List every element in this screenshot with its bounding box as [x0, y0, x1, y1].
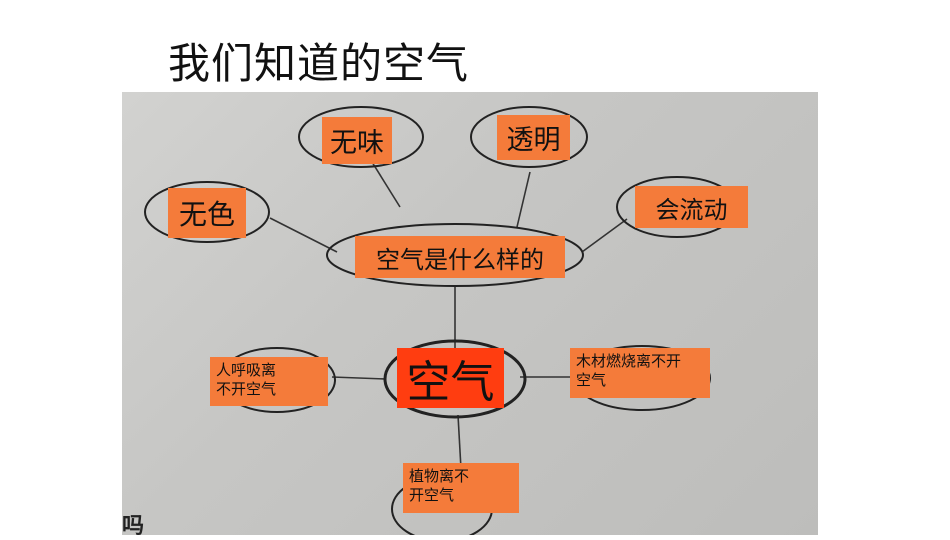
connector-transparent [516, 171, 531, 228]
connector-odorless [371, 161, 401, 208]
slide-title: 我们知道的空气 [168, 39, 470, 88]
label-question: 空气是什么样的 [355, 236, 565, 278]
ellipse-odorless [298, 106, 424, 168]
label-breathing-line2: 不开空气 [216, 380, 277, 398]
ellipse-question [326, 223, 584, 287]
corner-fragment: 吗 [122, 514, 145, 539]
connector-colorless [269, 217, 338, 253]
connector-flows [581, 218, 628, 253]
label-plants-line2: 开空气 [409, 486, 455, 504]
label-wood-line2: 空气 [576, 371, 607, 389]
label-wood: 木材燃烧离不开 空气 [570, 348, 710, 398]
label-colorless: 无色 [168, 188, 246, 238]
label-wood-line1: 木材燃烧离不开 [576, 352, 682, 370]
label-breathing-line1: 人呼吸离 [216, 361, 277, 379]
label-flows: 会流动 [635, 186, 748, 228]
label-center-air: 空气 [397, 348, 504, 408]
connector-breathing [331, 376, 386, 380]
ellipse-center [383, 339, 527, 419]
mindmap-lines [144, 106, 738, 535]
label-plants-line1: 植物离不 [409, 467, 470, 485]
label-breathing: 人呼吸离 不开空气 [210, 357, 328, 406]
ellipse-colorless [144, 181, 270, 243]
label-plants: 植物离不 开空气 [403, 463, 519, 513]
label-transparent: 透明 [497, 115, 570, 160]
ellipse-transparent [470, 106, 588, 168]
mindmap-photo [122, 92, 818, 535]
label-odorless: 无味 [322, 117, 392, 164]
